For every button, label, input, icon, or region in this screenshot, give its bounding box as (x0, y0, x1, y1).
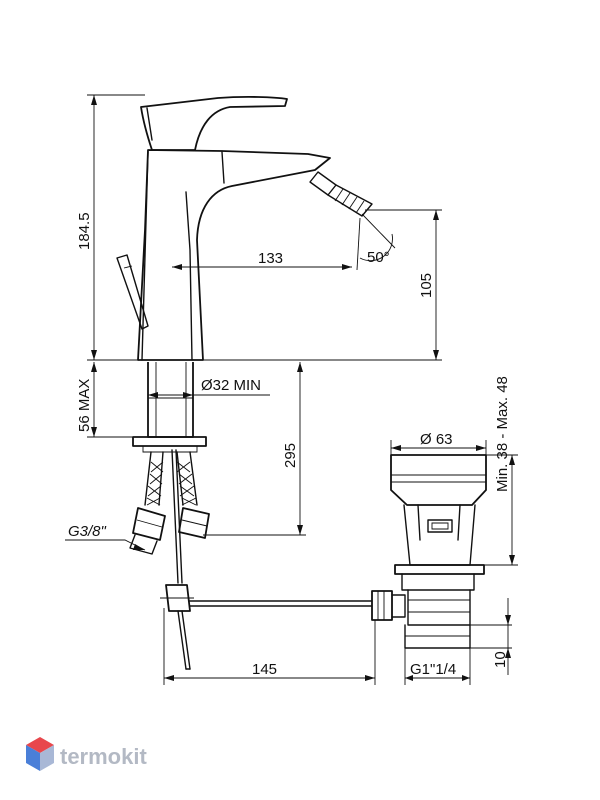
dim-drain-thread: G1"1/4 (410, 661, 456, 678)
flexible-hoses (129, 451, 210, 555)
rod-clamp (165, 584, 191, 612)
dim-hose-length: 295 (282, 443, 299, 468)
fixing-nut (132, 436, 207, 447)
dim-rod-length: 145 (252, 661, 277, 678)
aerator-nozzle (309, 171, 373, 217)
drain-slot (427, 519, 453, 533)
dim-hole-diameter: Ø32 MIN (201, 377, 261, 394)
dim-hose-thread: G3/8" (68, 523, 107, 540)
dimension-labels: 184.5 133 50° 105 56 MAX Ø32 MIN 295 G3/… (68, 212, 511, 678)
dim-drain-nut: 10 (492, 651, 509, 668)
watermark-logo: termokit (26, 737, 147, 771)
drain-cap (390, 454, 487, 506)
faucet-spout (137, 149, 331, 361)
drain-assembly (371, 454, 487, 649)
watermark-brand: termokit (60, 744, 147, 769)
hose-nut-right (178, 507, 210, 539)
dim-spout-reach: 133 (258, 250, 283, 267)
rod-coupling (371, 590, 393, 621)
dim-drain-diameter: Ø 63 (420, 431, 453, 448)
dim-base-max: 56 MAX (76, 379, 93, 432)
lever-handle (140, 96, 288, 151)
cube-icon (26, 737, 54, 771)
dim-spout-angle: 50° (367, 249, 390, 266)
dim-drain-range: Min. 38 - Max. 48 (494, 376, 511, 492)
hose-nut-left (132, 507, 166, 541)
dimension-lines (65, 94, 518, 685)
dim-total-height: 184.5 (76, 212, 93, 250)
popup-rod (160, 449, 373, 670)
faucet-body (116, 96, 373, 453)
dim-spout-height: 105 (418, 273, 435, 298)
popup-rod-top (116, 254, 149, 330)
